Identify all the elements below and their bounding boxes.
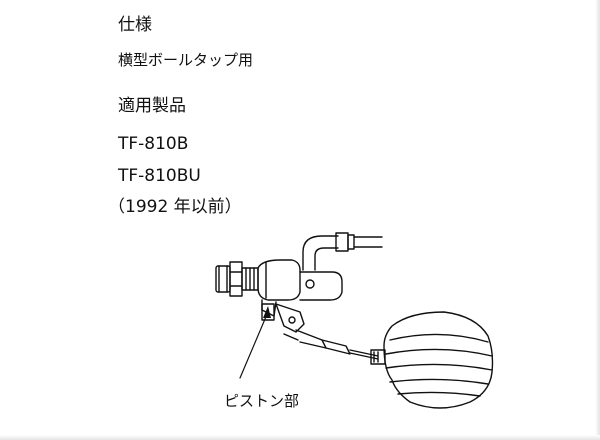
callout-arrowhead	[263, 306, 271, 318]
spec-value: 横型ボールタップ用	[118, 51, 254, 69]
float-ball	[370, 311, 494, 409]
valve-body	[257, 259, 343, 317]
piston-linkage	[261, 303, 379, 360]
product-item-3: （1992 年以前）	[108, 197, 242, 217]
inlet-fitting	[215, 261, 259, 297]
callout-leader	[239, 311, 269, 379]
spec-heading: 仕様	[118, 15, 152, 35]
frame-edge-bottom	[0, 435, 600, 440]
frame-edge-right	[595, 0, 600, 440]
product-item-1: TF-810B	[118, 134, 189, 154]
elbow-pipe	[302, 232, 383, 271]
products-heading: 適用製品	[118, 96, 186, 116]
piston-label: ピストン部	[224, 392, 300, 410]
product-item-2: TF-810BU	[118, 166, 201, 186]
